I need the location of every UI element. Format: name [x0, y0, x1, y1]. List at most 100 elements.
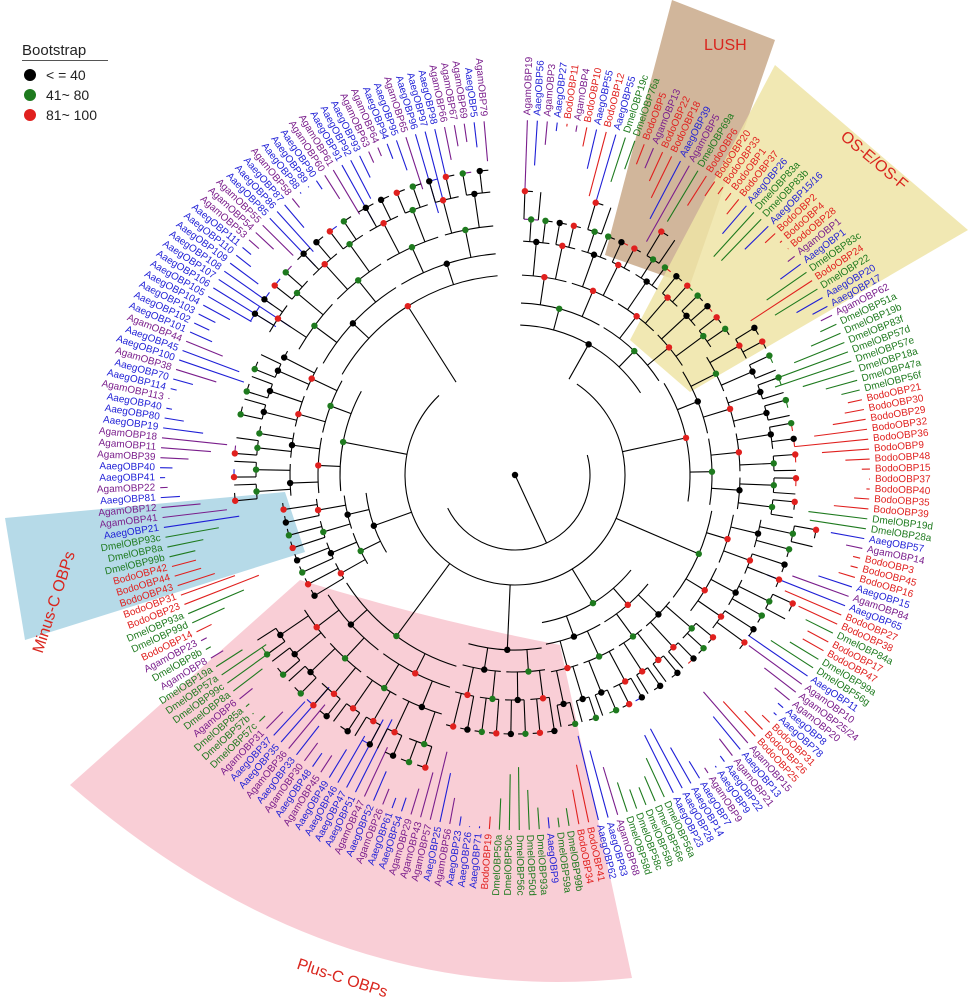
branch-line [639, 787, 646, 805]
bootstrap-node [275, 367, 281, 373]
bootstrap-node [724, 536, 730, 542]
bootstrap-node [702, 587, 708, 593]
branch-arc [770, 427, 773, 449]
bootstrap-node [670, 644, 676, 650]
branch-line [752, 554, 784, 565]
bootstrap-node [766, 598, 772, 604]
branch-line [696, 623, 713, 637]
bootstrap-node [426, 178, 432, 184]
branch-line [820, 324, 836, 332]
branch-line [740, 463, 774, 465]
branch-line [241, 414, 262, 419]
branch-line [588, 203, 596, 230]
branch-line [408, 306, 456, 382]
branch-line [671, 748, 691, 784]
branch-line [555, 246, 562, 279]
bootstrap-node [350, 705, 356, 711]
bootstrap-node [305, 581, 311, 587]
branch-line [740, 484, 774, 485]
bootstrap-node [295, 411, 301, 417]
branch-line [325, 264, 348, 289]
branch-line [795, 439, 869, 446]
bootstrap-node [643, 278, 649, 284]
legend-title: Bootstrap [22, 42, 86, 59]
bootstrap-node [571, 633, 577, 639]
tip-label: DmelOBP50c [503, 835, 515, 896]
bootstrap-node [790, 531, 796, 537]
bootstrap-node [694, 292, 700, 298]
bootstrap-node [736, 342, 742, 348]
branch-line [244, 399, 265, 405]
branch-line [733, 413, 766, 421]
branch-line [350, 244, 370, 272]
branch-line [160, 458, 188, 459]
branch-line [749, 646, 802, 685]
bootstrap-node [674, 670, 680, 676]
bootstrap-node [759, 612, 765, 618]
branch-line [300, 192, 301, 193]
bootstrap-node [522, 188, 528, 194]
branch-line [738, 503, 772, 507]
bootstrap-node [564, 665, 570, 671]
branch-line [778, 703, 783, 707]
bootstrap-node [727, 406, 733, 412]
tip-label: AgamOBP22 [97, 482, 156, 495]
branch-line [331, 406, 352, 414]
branch-line [257, 448, 291, 452]
branch-line [569, 226, 574, 247]
branch-line [445, 127, 452, 160]
tip-label: AaegOBP40 [99, 461, 155, 473]
branch-line [846, 545, 862, 548]
branch-line [613, 588, 627, 605]
bootstrap-node [757, 389, 763, 395]
branch-arc [664, 383, 690, 501]
bootstrap-node [533, 239, 539, 245]
branch-line [278, 371, 309, 385]
branch-line [234, 461, 256, 462]
branch-arc [445, 226, 493, 235]
branch-line [773, 455, 795, 457]
branch-line [446, 177, 451, 198]
bootstrap-node [769, 504, 775, 510]
branch-line [325, 175, 340, 198]
branch-line [774, 713, 777, 716]
branch-line [236, 255, 251, 267]
branch-line [378, 148, 382, 157]
branch-line [725, 611, 754, 629]
branch-arc [613, 678, 631, 687]
legend-label-mid: 41~ 80 [46, 87, 89, 103]
bootstrap-node [655, 657, 661, 663]
branch-line [791, 542, 812, 547]
bootstrap-node [479, 729, 485, 735]
branch-line [595, 695, 603, 716]
branch-line [583, 127, 587, 146]
bootstrap-node [522, 731, 528, 737]
branch-line [330, 231, 343, 249]
branch-line [454, 125, 458, 146]
branch-line [515, 475, 547, 543]
bootstrap-node [327, 228, 333, 234]
bootstrap-node [291, 651, 297, 657]
bootstrap-node [557, 220, 563, 226]
branch-line [583, 255, 594, 287]
bootstrap-node [655, 611, 661, 617]
branch-line [589, 132, 606, 196]
bootstrap-node [781, 561, 787, 567]
branch-line [616, 614, 633, 637]
bootstrap-node [790, 600, 796, 606]
branch-line [663, 656, 677, 673]
branch-line [256, 232, 274, 249]
bootstrap-node [683, 435, 689, 441]
branch-line [413, 210, 425, 242]
bootstrap-node [393, 633, 399, 639]
branch-line [765, 400, 786, 406]
branch-line [275, 286, 292, 300]
bootstrap-node [718, 613, 724, 619]
bootstrap-node [700, 333, 706, 339]
bootstrap-node [736, 487, 742, 493]
bootstrap-node [542, 218, 548, 224]
branch-line [465, 230, 471, 257]
bootstrap-node [363, 205, 369, 211]
branch-line [361, 541, 381, 551]
